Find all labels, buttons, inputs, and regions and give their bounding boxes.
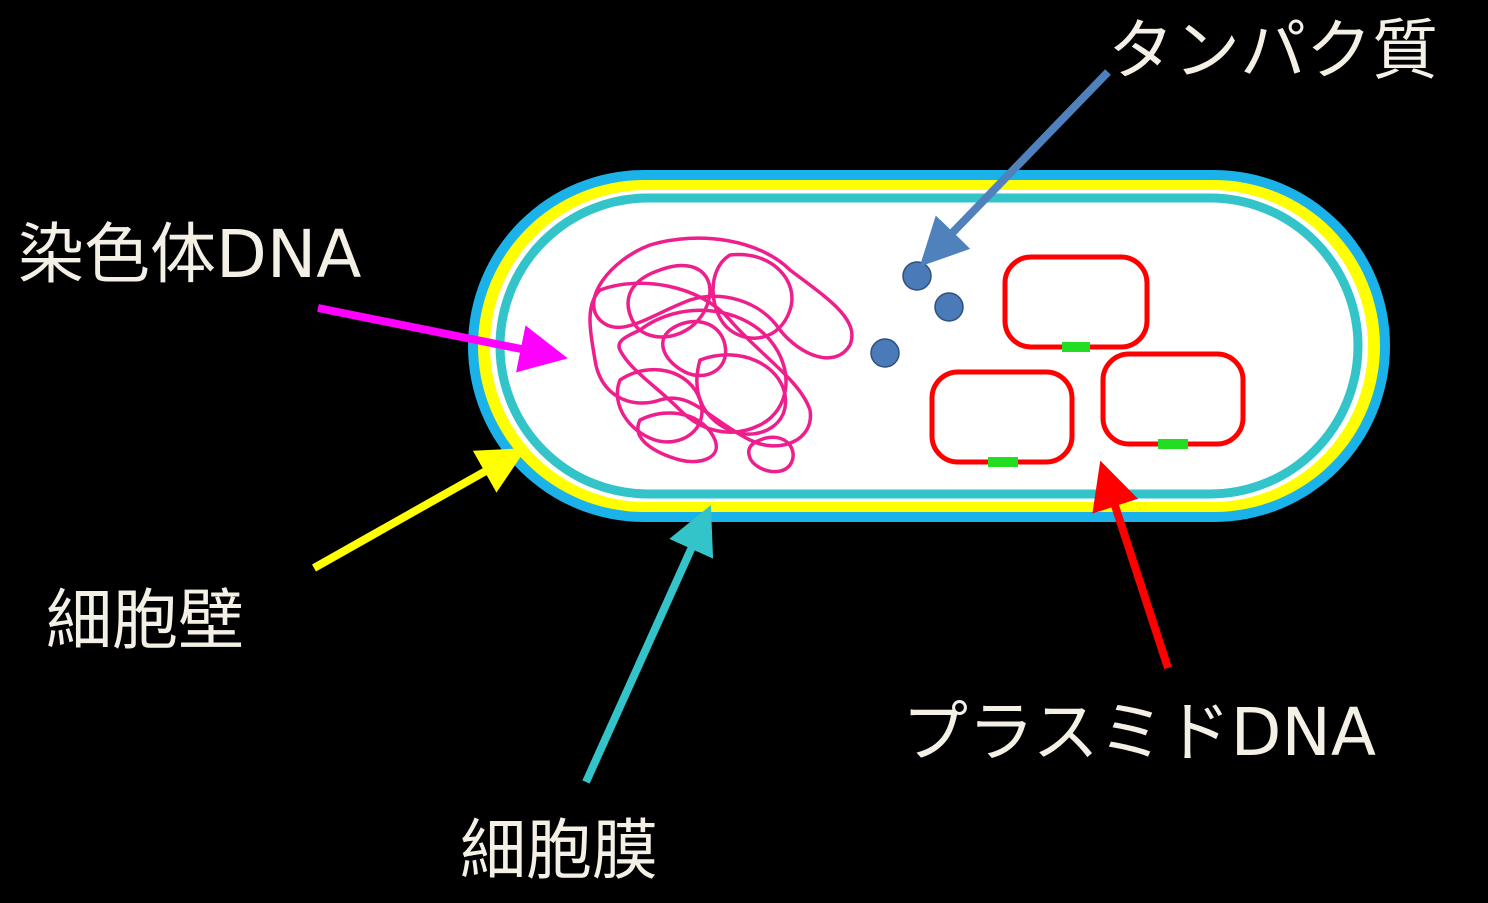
cell-membrane-arrow <box>586 516 706 782</box>
protein-dot <box>871 339 899 367</box>
protein-dot <box>903 262 931 290</box>
protein-dot <box>935 293 963 321</box>
plasmid-dna-label: プラスミドDNA <box>902 700 1376 766</box>
protein-label: タンパク質 <box>1108 18 1438 84</box>
cell-membrane-label: 細胞膜 <box>460 818 658 884</box>
cell-membrane <box>500 198 1358 494</box>
cell-wall-label: 細胞壁 <box>46 588 244 654</box>
cell-wall-arrow <box>314 454 516 568</box>
chromosomal-dna-label: 染色体DNA <box>18 222 361 288</box>
